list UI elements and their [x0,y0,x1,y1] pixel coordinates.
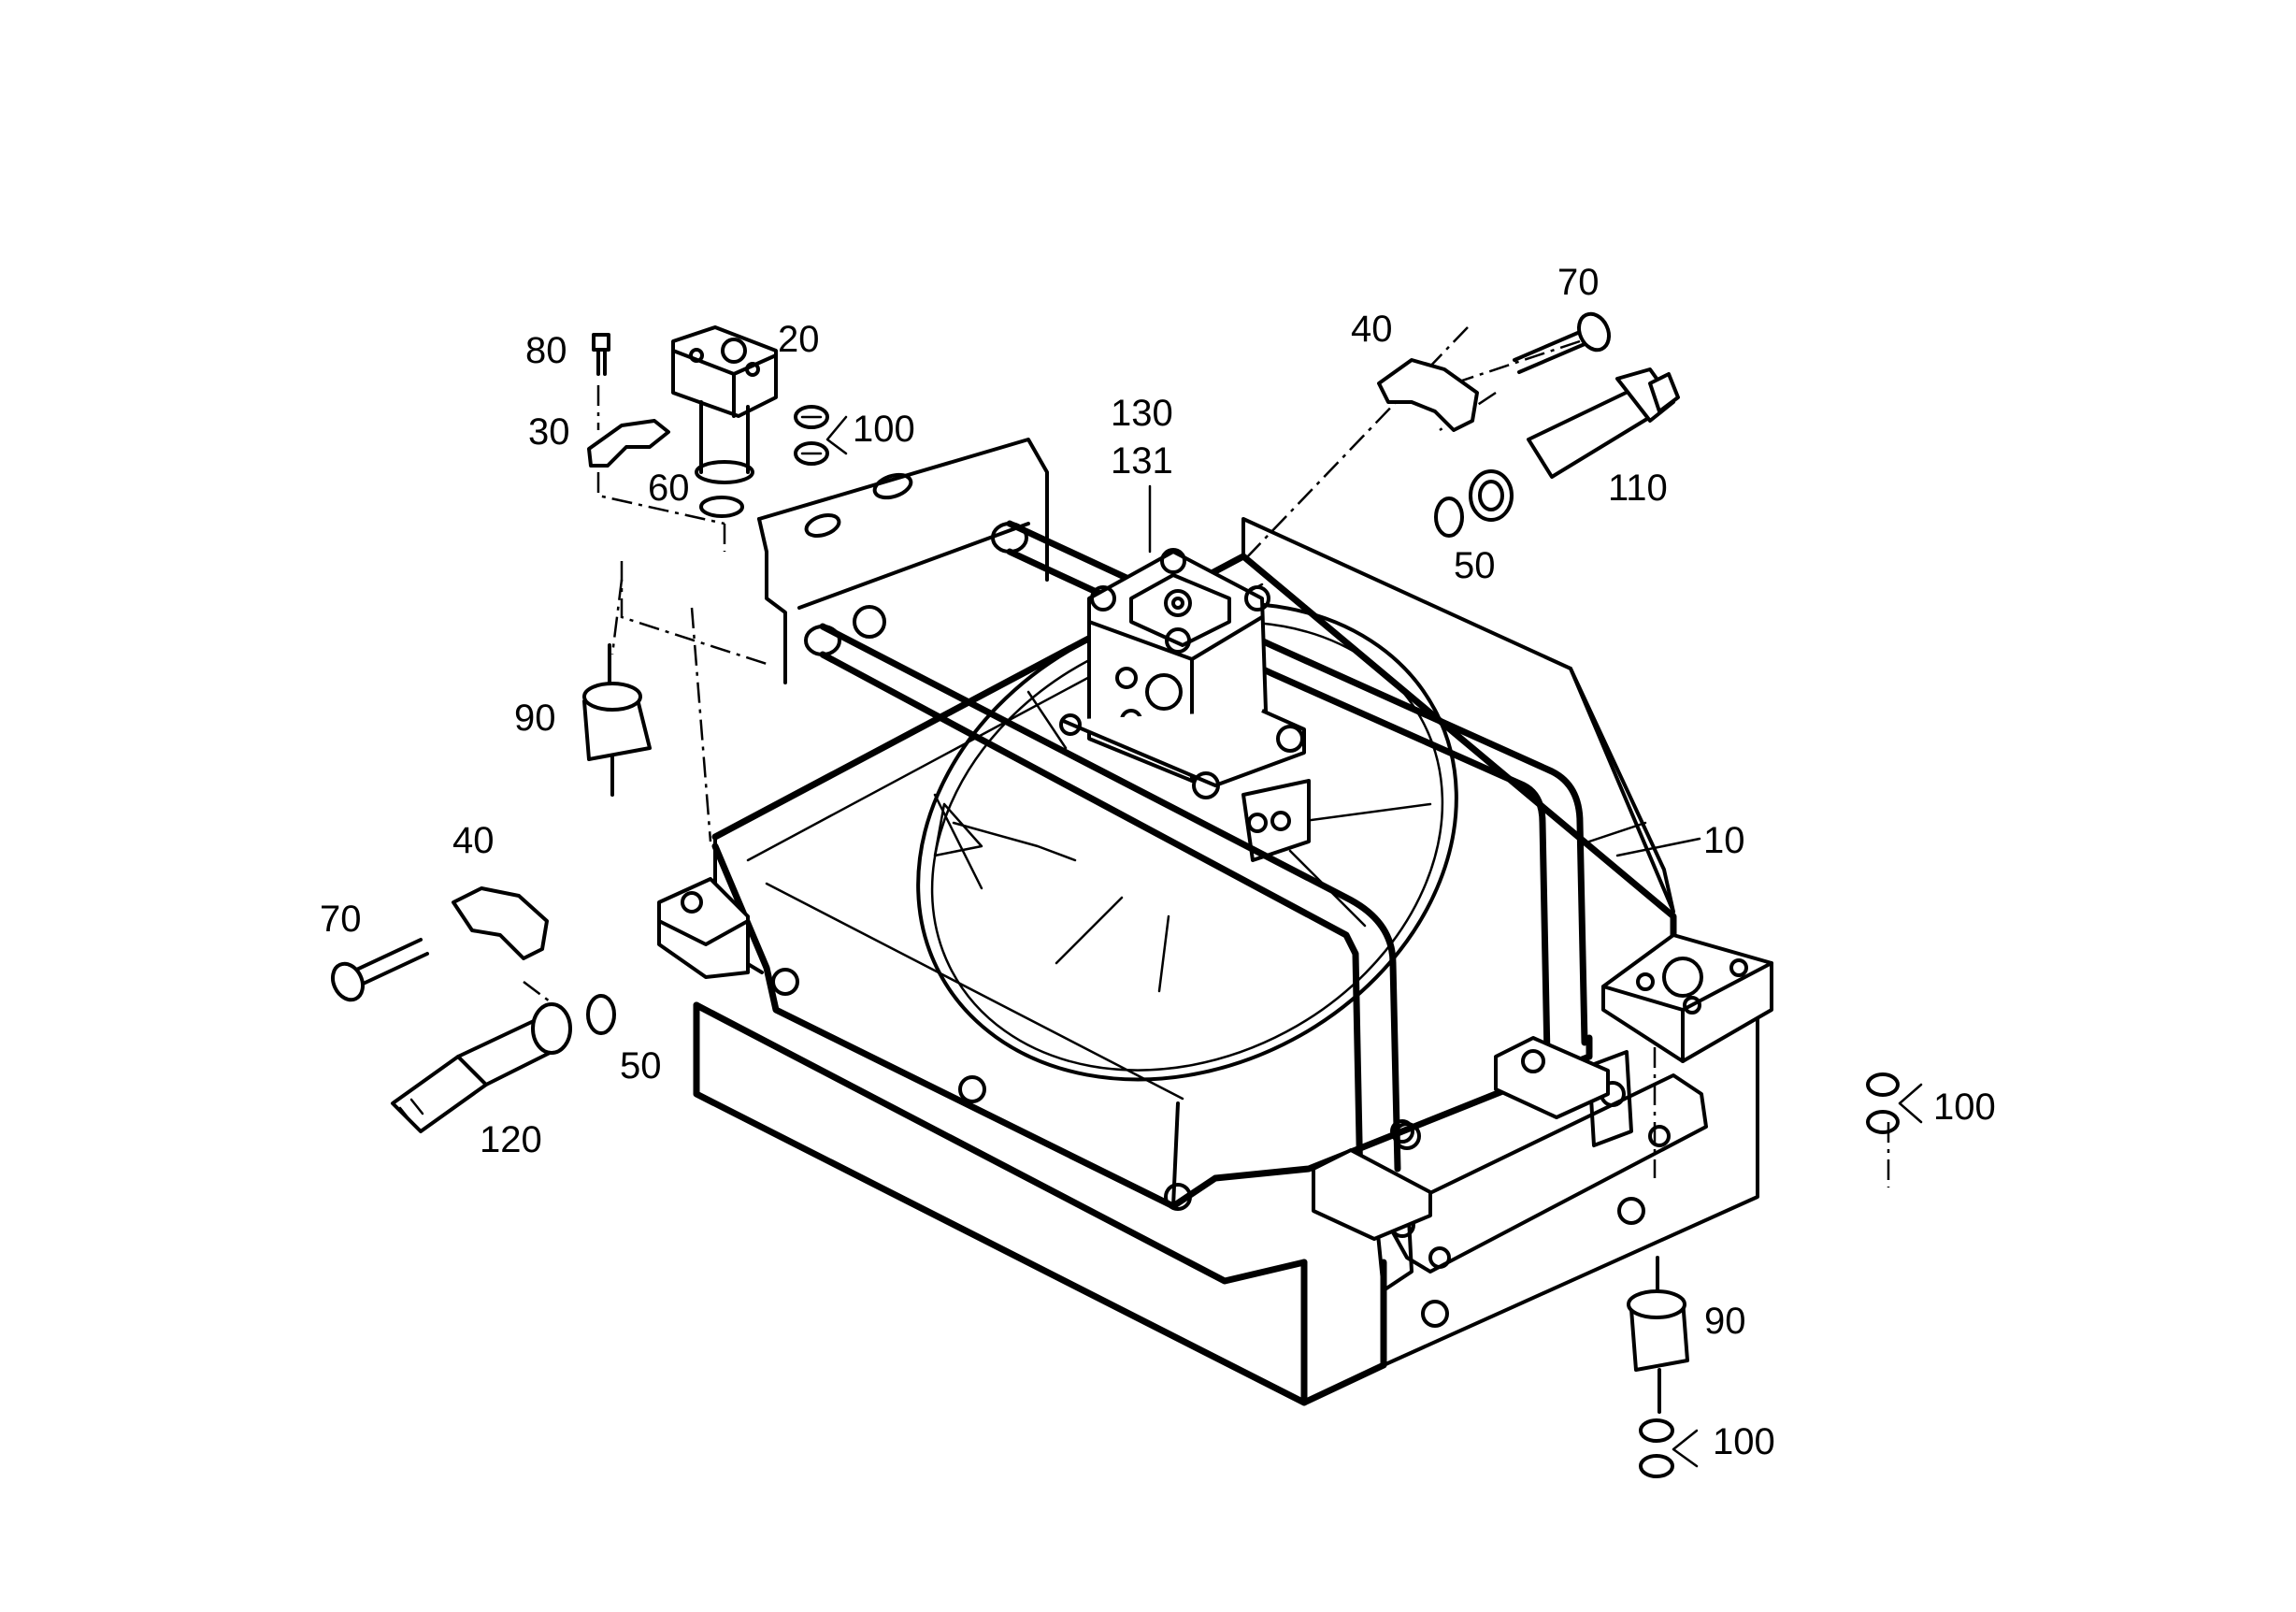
part-40-clamp-top [1377,358,1479,432]
part-30-clamp [587,419,670,468]
callout-100-top: 100 [853,409,915,450]
callout-131: 131 [1111,440,1173,482]
part-90-mount-bottom [1627,1256,1689,1414]
part-20-flange [671,325,778,484]
part-100-nuts-right [1866,1072,1923,1134]
part-40-clamp-left [452,886,549,960]
callout-120: 120 [480,1119,542,1160]
tube-handle [804,520,1610,1241]
callout-80: 80 [525,330,567,371]
callout-70-left: 70 [320,899,362,940]
callout-labels: 10 20 30 40 40 50 50 60 70 70 80 90 90 1… [320,262,1996,1462]
part-70-bolt-top [1513,311,1612,374]
callout-20: 20 [778,319,820,360]
callout-30: 30 [528,411,570,453]
cooler-assembly [657,438,1773,1406]
callout-90-bottom: 90 [1704,1301,1746,1342]
part-60-oring [699,496,744,518]
part-50-oring-left [586,994,616,1035]
part-110-hose-fitting [1469,367,1680,522]
callout-100-bottom: 100 [1713,1421,1775,1462]
part-50-oring-right [1434,497,1464,538]
callout-60: 60 [648,468,690,509]
valve-block [1059,548,1306,799]
callout-100-right: 100 [1933,1087,1996,1128]
callout-110: 110 [1608,468,1668,509]
part-80-bolt [592,333,610,376]
callout-130: 130 [1111,393,1173,434]
callout-70-top: 70 [1557,262,1600,303]
part-90-mount-left [582,643,652,797]
callout-50-right: 50 [1454,545,1496,586]
part-70-bolt-left [330,938,429,1002]
part-100-nuts-bottom [1639,1418,1699,1478]
callout-10: 10 [1703,820,1745,861]
part-100-nuts-top [794,405,848,466]
callout-40-left: 40 [452,820,495,861]
part-120-fitting [391,1002,572,1133]
callout-90-left: 90 [514,698,556,739]
callout-50-left: 50 [620,1045,662,1087]
callout-40-top: 40 [1351,309,1393,350]
